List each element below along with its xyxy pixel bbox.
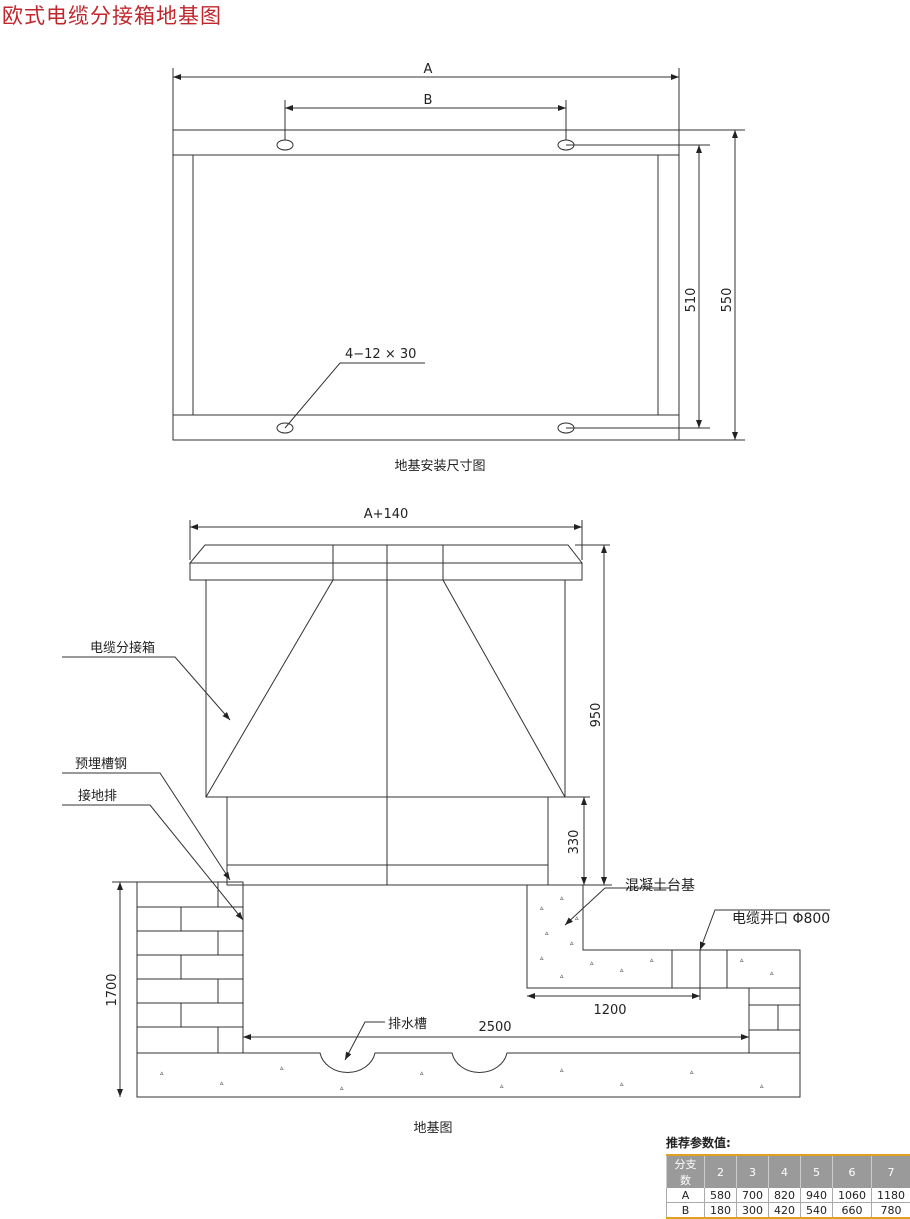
dim-510: 510 <box>684 288 699 313</box>
dim-950: 950 <box>589 703 604 728</box>
label-channel: 预埋槽钢 <box>75 757 127 772</box>
dim-a: A <box>424 62 433 77</box>
cell: 940 <box>801 1188 833 1203</box>
svg-text:▵: ▵ <box>740 956 744 964</box>
cell: A <box>667 1188 705 1203</box>
label-ground: 接地排 <box>78 788 117 804</box>
svg-text:▵: ▵ <box>560 894 564 902</box>
header-cell: 分支数 <box>667 1155 705 1188</box>
header-cell: 2 <box>705 1155 737 1188</box>
section-view: A+140 950 330 电缆分接箱 预埋槽钢 接地排 1700 <box>62 507 830 1136</box>
cell: 660 <box>833 1203 872 1219</box>
brick-wall-right <box>749 988 800 1053</box>
label-well: 电缆井口 Φ800 <box>732 911 830 927</box>
cell: 1180 <box>872 1188 910 1203</box>
dim-550: 550 <box>720 288 735 313</box>
brick-wall-left <box>137 882 243 1053</box>
plan-view: A B 510 550 4−12 × 30 地基安装尺寸图 <box>173 62 745 474</box>
header-cell: 3 <box>737 1155 769 1188</box>
svg-text:▵: ▵ <box>280 1064 284 1072</box>
svg-text:▵: ▵ <box>620 966 624 974</box>
concrete-hatch: ▵▵▵ ▵▵▵ ▵▵▵ ▵▵▵ ▵▵▵ ▵▵▵ ▵▵▵▵ <box>160 894 774 1092</box>
label-drain: 排水槽 <box>388 1017 427 1032</box>
cell: 300 <box>737 1203 769 1219</box>
plan-caption: 地基安装尺寸图 <box>394 459 485 474</box>
dim-width: A+140 <box>364 507 409 522</box>
dim-330: 330 <box>567 830 582 855</box>
svg-text:▵: ▵ <box>650 956 654 964</box>
holes-label: 4−12 × 30 <box>345 347 416 362</box>
svg-text:▵: ▵ <box>160 1069 164 1077</box>
svg-text:▵: ▵ <box>560 972 564 980</box>
dim-b: B <box>424 93 433 108</box>
svg-text:▵: ▵ <box>220 1079 224 1087</box>
svg-text:▵: ▵ <box>560 1066 564 1074</box>
cell: 1060 <box>833 1188 872 1203</box>
label-box: 电缆分接箱 <box>90 640 155 656</box>
cell: B <box>667 1203 705 1219</box>
dim-1700: 1700 <box>105 973 120 1006</box>
concrete-base <box>527 885 800 988</box>
svg-text:▵: ▵ <box>545 929 549 937</box>
header-cell: 6 <box>833 1155 872 1188</box>
cell: 820 <box>769 1188 801 1203</box>
svg-text:▵: ▵ <box>540 904 544 912</box>
params-caption: 推荐参数值: <box>666 1134 910 1151</box>
svg-text:▵: ▵ <box>690 1068 694 1076</box>
svg-text:▵: ▵ <box>340 1084 344 1092</box>
dim-2500: 2500 <box>478 1020 511 1035</box>
svg-text:▵: ▵ <box>570 939 574 947</box>
section-caption: 地基图 <box>413 1121 452 1136</box>
cell: 180 <box>705 1203 737 1219</box>
cell: 420 <box>769 1203 801 1219</box>
dim-1200: 1200 <box>593 1003 626 1018</box>
svg-text:▵: ▵ <box>760 1082 764 1090</box>
cell: 780 <box>872 1203 910 1219</box>
header-cell: 5 <box>801 1155 833 1188</box>
cell: 540 <box>801 1203 833 1219</box>
bolt-holes <box>277 130 745 440</box>
svg-text:▵: ▵ <box>540 954 544 962</box>
svg-text:▵: ▵ <box>770 969 774 977</box>
svg-text:▵: ▵ <box>420 1069 424 1077</box>
header-cell: 4 <box>769 1155 801 1188</box>
svg-text:▵: ▵ <box>500 1082 504 1090</box>
label-concrete: 混凝土台基 <box>625 877 695 894</box>
svg-text:▵: ▵ <box>590 959 594 967</box>
floor-slab <box>137 1053 800 1097</box>
cell: 700 <box>737 1188 769 1203</box>
header-cell: 7 <box>872 1155 910 1188</box>
cell: 580 <box>705 1188 737 1203</box>
svg-text:▵: ▵ <box>620 1080 624 1088</box>
